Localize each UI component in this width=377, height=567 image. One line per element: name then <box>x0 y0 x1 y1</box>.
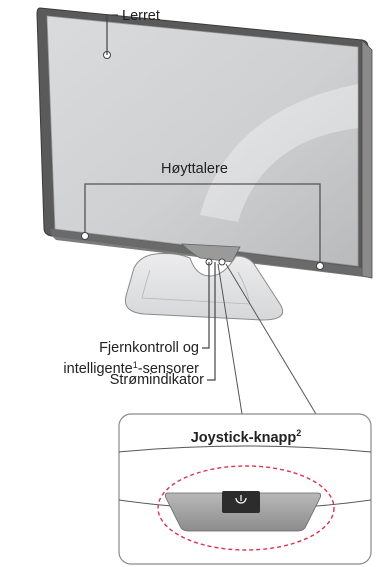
power-symbol-icon <box>235 495 247 504</box>
label-joystick-sup: 2 <box>296 428 301 438</box>
power-indicator-leader <box>207 262 216 381</box>
label-remote-sensor-line2: intelligente1-sensorer <box>63 360 199 377</box>
speaker-bracket <box>84 183 321 266</box>
label-screen: Lerret <box>122 8 160 24</box>
joystick-funnel-right <box>225 263 317 415</box>
label-remote-sensor-line1: Fjernkontroll og <box>99 340 199 356</box>
remote-sensor-leader <box>202 262 210 349</box>
joystick-button <box>222 491 260 513</box>
label-joystick: Joystick-knapp2 <box>191 428 302 446</box>
label-power-indicator: Strømindikator <box>110 372 204 388</box>
label-remote-sensor-prefix: intelligente <box>63 361 132 377</box>
label-remote-sensor-suffix: -sensorer <box>138 361 199 377</box>
label-joystick-text: Joystick-knapp <box>191 430 297 446</box>
speaker-left-dot <box>81 232 89 240</box>
screen-leader-line <box>106 14 118 55</box>
joystick-highlight-ring <box>157 465 335 551</box>
power-indicator-dot <box>218 258 226 266</box>
detail-curve-top <box>118 445 372 453</box>
speaker-right-dot <box>316 262 324 270</box>
monitor-screen <box>46 15 359 267</box>
stand-base-inner <box>141 269 251 305</box>
joystick-funnel-left <box>217 263 243 415</box>
screen-glare <box>200 84 358 222</box>
label-speakers: Høyttalere <box>161 161 228 177</box>
label-remote-sensor-sup: 1 <box>133 360 138 370</box>
